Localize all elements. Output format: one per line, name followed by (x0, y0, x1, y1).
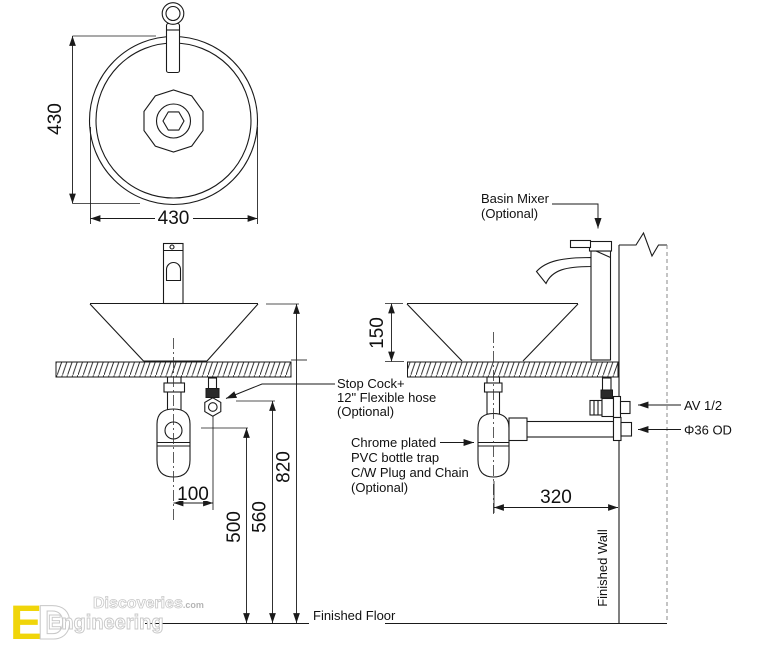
basin-mixer-label: Basin Mixer (Optional) (481, 191, 602, 229)
trap-label-line1: Chrome plated (351, 435, 436, 450)
countertop-side (407, 361, 619, 378)
logo-tagline: Engineering (48, 612, 164, 634)
basin-mixer-label-line1: Basin Mixer (481, 191, 550, 206)
stop-cock-label-line3: (Optional) (337, 404, 394, 419)
logo-letter-e: E (10, 597, 42, 647)
side-view: 150 320 Basin Mixer (Optional) AV 1/2 Φ3… (367, 191, 732, 623)
dim-height-560: 560 (236, 400, 276, 623)
dim-height-820: 820 (266, 303, 307, 623)
dim-height-500: 500 (201, 427, 250, 623)
dim-label-430-vertical: 430 (45, 103, 66, 135)
finished-wall-label: Finished Wall (595, 529, 610, 607)
brand-logo: E D Discoveries.com Engineering (10, 595, 204, 647)
av-label: AV 1/2 (638, 398, 722, 413)
basin-front-view (89, 302, 259, 362)
finished-floor: Finished Floor (145, 608, 667, 625)
logo-brand: Discoveries.com (93, 595, 204, 612)
drain-top-view (143, 89, 204, 153)
dim-trap-offset-320: 320 (493, 481, 618, 513)
logo-brand-suffix: .com (183, 600, 204, 610)
finished-floor-label: Finished Floor (313, 608, 396, 623)
logo-letter-d: D (37, 597, 72, 647)
dim-label-430-horizontal: 430 (158, 208, 190, 229)
basin-mixer-fixture (535, 239, 613, 361)
dim-label-320: 320 (540, 487, 572, 508)
trap-label-line2: PVC bottle trap (351, 450, 439, 465)
bottle-trap-side (477, 376, 633, 478)
faucet-front-view (162, 242, 184, 305)
stop-cock-label-line2: 12" Flexible hose (337, 390, 436, 405)
logo-brand-text: Discoveries (93, 595, 183, 612)
dim-basin-height-150: 150 (367, 303, 404, 362)
basin-side-view (406, 302, 579, 362)
dim-label-150: 150 (367, 317, 388, 349)
front-view: 100 500 560 820 Stop Cock+ 12" Flexible … (55, 242, 667, 625)
bottle-trap-label: Chrome plated PVC bottle trap C/W Plug a… (351, 435, 474, 495)
dim-label-560: 560 (250, 501, 271, 533)
trap-label-line4: (Optional) (351, 480, 408, 495)
dim-offset-100: 100 (173, 416, 214, 510)
pipe-od-label-text: Φ36 OD (684, 423, 732, 438)
angle-valve-fixture (589, 377, 631, 419)
dim-label-100: 100 (177, 484, 209, 505)
stop-cock-label-line1: Stop Cock+ (337, 376, 405, 391)
dim-label-820: 820 (274, 451, 295, 483)
dim-top-height: 430 (45, 35, 156, 204)
stop-cock-label: Stop Cock+ 12" Flexible hose (Optional) (225, 376, 436, 419)
faucet-top-view (161, 2, 185, 74)
dim-top-width: 430 (90, 127, 258, 229)
basin-mixer-label-line2: (Optional) (481, 206, 538, 221)
pipe-od-label: Φ36 OD (638, 423, 732, 438)
trap-label-line3: C/W Plug and Chain (351, 465, 469, 480)
top-view: 430 430 (45, 2, 259, 229)
dim-label-500: 500 (224, 511, 245, 543)
stop-cock-fixture (204, 377, 222, 417)
av-label-text: AV 1/2 (684, 398, 722, 413)
